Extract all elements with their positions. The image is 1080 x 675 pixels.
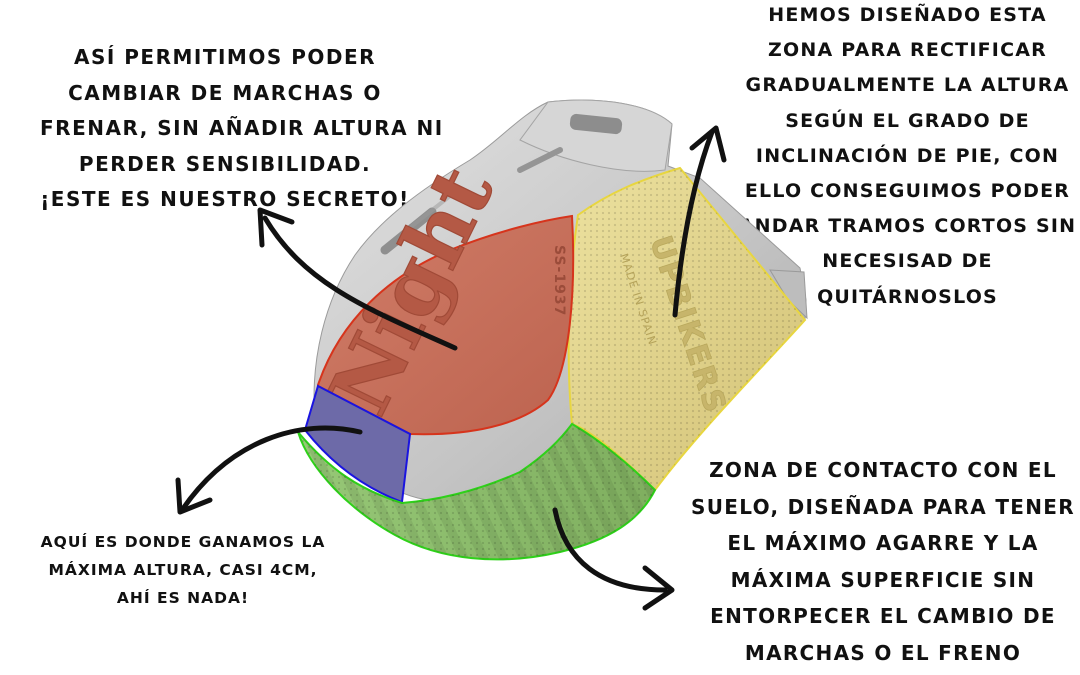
yellow-ramp-zone: UPBIKERS MADE IN SPAIN: [567, 166, 807, 492]
annotation-line: según el grado de: [785, 109, 1030, 132]
annotation-line: ello conseguimos poder: [744, 180, 1071, 203]
annotation-line: Así permitimos poder: [73, 45, 377, 69]
annotation-line: quitárnoslos: [817, 285, 998, 308]
annotation-line: ahí es nada!: [116, 589, 250, 607]
annotation-line: perder sensibilidad.: [78, 151, 372, 176]
annotation-line: máxima altura, casi 4cm,: [48, 561, 318, 579]
arrow-bottom-right-head: [642, 565, 675, 611]
annotation-bottom-right: Zona de contacto con el suelo, diseñada …: [686, 452, 1080, 672]
arrow-bottom-left: [179, 425, 363, 513]
annotation-line: Hemos diseñado esta: [768, 4, 1047, 26]
green-sole-zone: [297, 422, 657, 561]
arrow-top-left-head: [257, 207, 295, 248]
annotation-line: gradualmente la altura: [745, 74, 1070, 97]
arrow-top-left: [262, 215, 458, 351]
annotation-line: suelo, diseñada para tener: [691, 494, 1075, 519]
red-label: SS-1937: [551, 245, 567, 316]
annotation-line: máxima superficie sin: [730, 567, 1036, 592]
annotation-line: necesisad de: [822, 250, 993, 273]
annotation-bottom-left: Aquí es donde ganamos la máxima altura, …: [18, 528, 348, 612]
arrow-bottom-left-head: [175, 477, 213, 515]
annotation-line: marchas o el freno: [744, 640, 1022, 665]
annotation-line: zona para rectificar: [768, 39, 1047, 62]
annotation-line: cambiar de marchas o: [68, 80, 382, 105]
side-slot: [517, 147, 563, 173]
arrow-top-right: [672, 129, 715, 318]
side-slot: [410, 194, 452, 228]
annotation-line: Aquí es donde ganamos la: [40, 533, 326, 551]
annotation-arrows: [175, 125, 727, 611]
annotation-line: inclinación de pie, con: [755, 144, 1060, 167]
annotation-line: Zona de contacto con el: [709, 458, 1057, 482]
annotation-line: entorpecer el cambio de: [710, 604, 1056, 629]
annotation-line: andar tramos cortos sin: [738, 215, 1077, 238]
strap-slot: [569, 113, 623, 135]
annotation-line: frenar, sin añadir altura ni: [40, 116, 444, 140]
annotation-top-left: Así permitimos poder cambiar de marchas …: [40, 40, 444, 218]
annotation-top-right: Hemos diseñado esta zona para rectificar…: [735, 0, 1080, 315]
rear-tab: [769, 269, 808, 320]
arrow-top-right-head: [689, 125, 727, 163]
annotation-line: ¡Este es nuestro secreto!: [40, 187, 410, 211]
annotation-line: el máximo agarre y la: [727, 531, 1039, 556]
arrow-bottom-right: [552, 507, 668, 593]
